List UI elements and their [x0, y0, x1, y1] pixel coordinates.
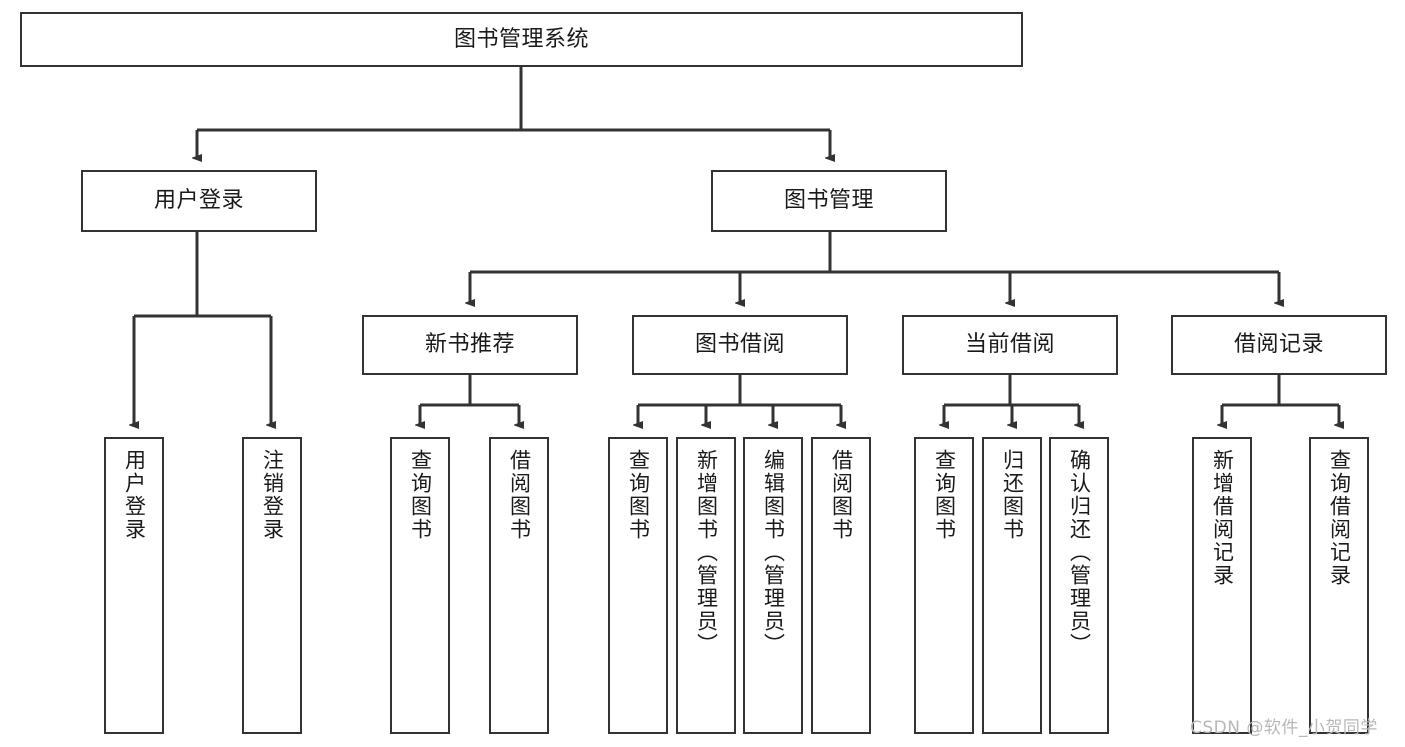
node-leaf-add-book[interactable]: 新增图书（管理员）	[676, 437, 736, 734]
node-leaf-query-book-3-label: 查询图书	[932, 449, 957, 541]
node-leaf-edit-book[interactable]: 编辑图书（管理员）	[743, 437, 803, 734]
node-user-login-label: 用户登录	[153, 188, 244, 214]
node-borrow-record[interactable]: 借阅记录	[1171, 315, 1387, 375]
node-leaf-query-record-label: 查询借阅记录	[1327, 449, 1352, 587]
node-leaf-add-record-label: 新增借阅记录	[1210, 449, 1235, 587]
node-leaf-borrow-book-2-label: 借阅图书	[829, 449, 854, 541]
node-new-book-recommend-label: 新书推荐	[424, 332, 515, 358]
node-leaf-borrow-book-1-label: 借阅图书	[507, 449, 532, 541]
node-leaf-confirm-return-label: 确认归还（管理员）	[1067, 449, 1092, 656]
node-current-borrow-label: 当前借阅	[964, 332, 1055, 358]
node-leaf-query-book-3[interactable]: 查询图书	[914, 437, 974, 734]
node-leaf-logout[interactable]: 注销登录	[242, 437, 302, 734]
node-leaf-logout-label: 注销登录	[260, 449, 285, 541]
node-book-borrow[interactable]: 图书借阅	[632, 315, 848, 375]
node-leaf-return-book[interactable]: 归还图书	[982, 437, 1042, 734]
node-leaf-confirm-return[interactable]: 确认归还（管理员）	[1049, 437, 1109, 734]
node-leaf-query-book-2[interactable]: 查询图书	[608, 437, 668, 734]
node-leaf-return-book-label: 归还图书	[1000, 449, 1025, 541]
node-current-borrow[interactable]: 当前借阅	[902, 315, 1118, 375]
node-new-book-recommend[interactable]: 新书推荐	[362, 315, 578, 375]
node-book-borrow-label: 图书借阅	[694, 332, 785, 358]
node-leaf-query-book-2-label: 查询图书	[626, 449, 651, 541]
node-leaf-user-login[interactable]: 用户登录	[104, 437, 164, 734]
node-leaf-add-book-label: 新增图书（管理员）	[694, 449, 719, 656]
node-book-manage[interactable]: 图书管理	[711, 170, 947, 232]
node-root[interactable]: 图书管理系统	[20, 12, 1023, 67]
node-leaf-borrow-book-2[interactable]: 借阅图书	[811, 437, 871, 734]
node-user-login[interactable]: 用户登录	[81, 170, 317, 232]
node-leaf-user-login-label: 用户登录	[122, 449, 147, 541]
node-leaf-query-book-1-label: 查询图书	[408, 449, 433, 541]
node-leaf-add-record[interactable]: 新增借阅记录	[1192, 437, 1252, 734]
node-leaf-edit-book-label: 编辑图书（管理员）	[761, 449, 786, 656]
node-leaf-borrow-book-1[interactable]: 借阅图书	[489, 437, 549, 734]
node-leaf-query-record[interactable]: 查询借阅记录	[1309, 437, 1369, 734]
node-root-label: 图书管理系统	[453, 26, 589, 52]
node-borrow-record-label: 借阅记录	[1233, 332, 1324, 358]
node-book-manage-label: 图书管理	[783, 188, 874, 214]
node-leaf-query-book-1[interactable]: 查询图书	[390, 437, 450, 734]
